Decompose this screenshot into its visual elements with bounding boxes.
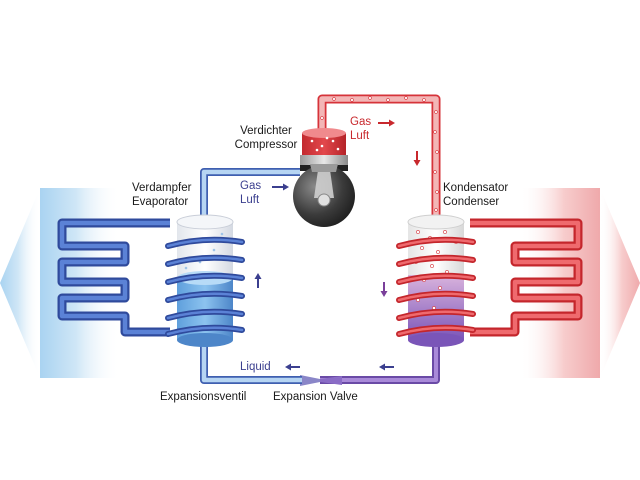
condenser-icon [396,214,476,347]
compressor-icon [293,128,355,227]
evaporator-icon [165,214,245,347]
cold-air-fan [0,188,40,378]
hot-air-text: Luft [350,130,370,142]
hot-gas-label: Gas Luft [350,115,371,143]
evaporator-label-de: Verdampfer [132,182,192,194]
expansion-valve-icon [300,375,320,386]
compressor-label: Verdichter Compressor [228,124,304,152]
condenser-label: Kondensator Condenser [443,181,508,209]
evaporator-label: Verdampfer Evaporator [132,181,191,209]
compressor-label-en: Compressor [234,139,298,151]
expansion-valve-label-en: Expansion Valve [273,391,358,403]
cold-gas-label: Gas Luft [240,179,261,207]
condenser-label-de: Kondensator [443,182,509,194]
liquid-pipe [320,340,440,384]
warm-air-fan [600,188,640,378]
cold-gas-text: Gas [240,180,262,192]
evaporator-label-en: Evaporator [132,196,189,208]
gas-bubbles [320,96,439,212]
compressor-label-de: Verdichter [240,125,292,137]
expansion-valve-label-de: Expansionsventil [160,391,247,403]
arrow-icon [254,119,421,371]
liquid-label: Liquid [240,361,271,373]
cold-air-text: Luft [240,194,260,206]
condenser-label-en: Condenser [443,196,500,208]
hot-gas-text: Gas [350,116,372,128]
